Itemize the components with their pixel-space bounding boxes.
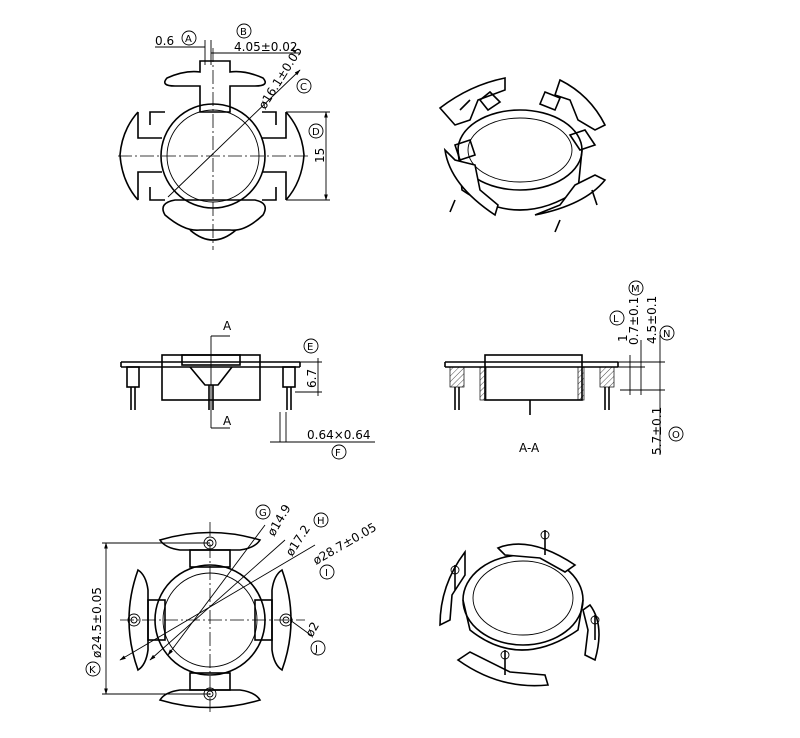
mark-e: E <box>307 342 313 353</box>
section-label: A-A <box>519 441 540 455</box>
balloon-n <box>659 325 675 341</box>
dim-17-2: ø17.2 <box>283 522 313 558</box>
balloon-m <box>628 280 644 296</box>
balloon-g <box>255 504 271 520</box>
section-view <box>444 335 665 455</box>
dim-2: ø2 <box>302 620 322 640</box>
balloon-b <box>236 23 252 39</box>
balloon-c <box>296 78 312 94</box>
mark-d: D <box>312 127 320 138</box>
section-a-top: A <box>223 319 232 333</box>
section-a-bottom: A <box>223 414 232 428</box>
isometric-view-bottom <box>439 530 600 687</box>
isometric-view-top <box>438 77 607 233</box>
dim-4-5: 4.5±0.1 <box>645 296 659 344</box>
dim-0-6: 0.6 <box>155 34 174 48</box>
balloon-d <box>308 123 324 139</box>
dim-24-5: ø24.5±0.05 <box>90 587 104 658</box>
mark-k: K <box>89 665 96 676</box>
balloon-a <box>181 30 197 46</box>
dim-5-7: 5.7±0.1 <box>650 407 664 455</box>
front-view <box>120 335 375 443</box>
dim-15: 15 <box>313 148 327 163</box>
balloon-f <box>331 444 347 460</box>
bottom-view <box>102 522 316 715</box>
mark-h: H <box>317 516 325 527</box>
dim-6-7: 6.7 <box>305 369 319 388</box>
balloon-l <box>609 310 625 326</box>
mark-b: B <box>240 27 247 38</box>
top-view-outline <box>164 60 266 113</box>
dim-1: 1 <box>616 334 630 342</box>
balloon-k <box>85 661 101 677</box>
balloon-i <box>319 564 335 580</box>
mark-j: J <box>314 644 318 655</box>
mark-g: G <box>259 508 267 519</box>
top-view <box>118 40 330 250</box>
mark-f: F <box>335 448 341 459</box>
dim-pin: 0.64×0.64 <box>307 428 371 442</box>
mark-m: M <box>631 284 640 295</box>
mark-n: N <box>663 329 670 340</box>
mark-o: O <box>672 430 680 441</box>
balloon-o <box>668 426 684 442</box>
dim-0-7: 0.7±0.1 <box>627 297 641 345</box>
balloon-j <box>310 640 326 656</box>
mark-a: A <box>185 34 192 45</box>
balloon-e <box>303 338 319 354</box>
mark-i: I <box>325 568 328 579</box>
mark-c: C <box>300 82 307 93</box>
balloon-h <box>313 512 329 528</box>
dim-4-05: 4.05±0.02 <box>234 40 298 54</box>
mark-l: L <box>613 314 619 325</box>
